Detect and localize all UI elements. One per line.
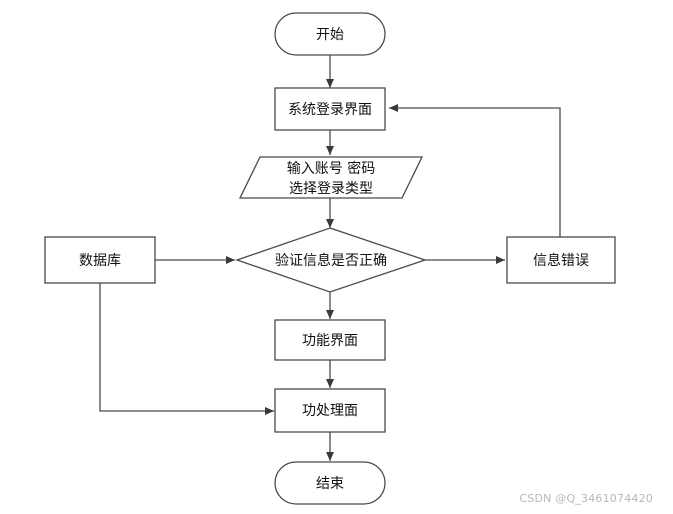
- verify-label: 验证信息是否正确: [275, 252, 387, 269]
- input-node: 输入账号 密码 选择登录类型: [238, 156, 424, 199]
- database-label: 数据库: [79, 253, 121, 269]
- input-label-line2: 选择登录类型: [289, 181, 373, 197]
- process-label: 功处理面: [302, 403, 358, 419]
- end-node: 结束: [274, 461, 386, 505]
- function-ui-label: 功能界面: [302, 333, 358, 349]
- arrow-database-to-process: [99, 283, 274, 415]
- end-label: 结束: [316, 476, 344, 492]
- start-node: 开始: [274, 12, 386, 56]
- database-node: 数据库: [44, 236, 156, 284]
- verify-node: 验证信息是否正确: [235, 227, 428, 293]
- login-ui-node: 系统登录界面: [274, 87, 386, 131]
- function-ui-node: 功能界面: [274, 319, 386, 361]
- input-label-line1: 输入账号 密码: [287, 160, 375, 177]
- watermark: CSDN @Q_3461074420: [519, 492, 653, 505]
- start-label: 开始: [316, 27, 344, 43]
- process-node: 功处理面: [274, 388, 386, 433]
- info-error-node: 信息错误: [506, 236, 616, 284]
- arrow-error-to-login: [389, 104, 561, 237]
- info-error-label: 信息错误: [533, 252, 589, 269]
- login-ui-label: 系统登录界面: [288, 102, 372, 118]
